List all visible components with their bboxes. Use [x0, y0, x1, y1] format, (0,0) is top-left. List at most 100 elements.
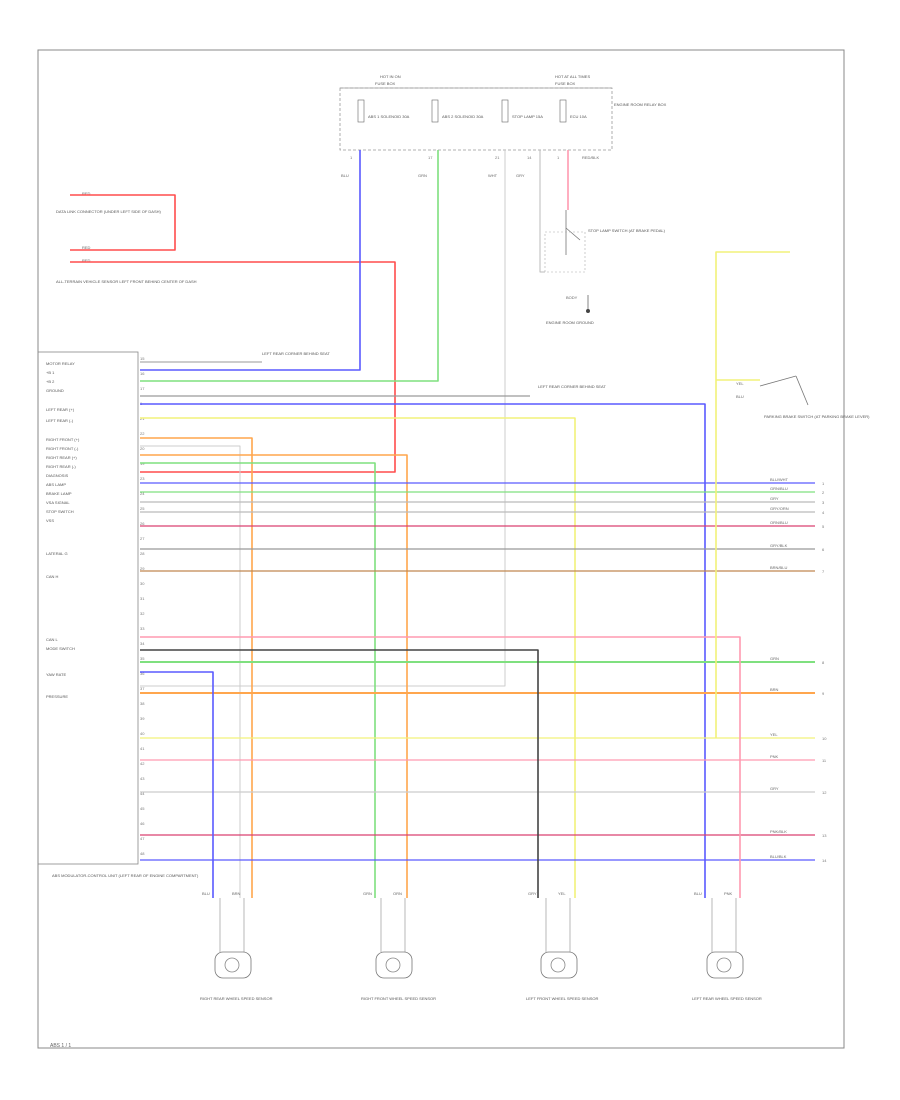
wire-orange-rr: [140, 437, 253, 898]
right-pin-number: 7: [822, 569, 825, 574]
fuse-wire-4: GRY: [516, 173, 525, 178]
ext-label-2: LEFT REAR CORNER BEHIND SEAT: [538, 384, 606, 389]
vss-label: ALL-TERRAIN VEHICLE SENSOR LEFT FRONT BE…: [56, 279, 197, 284]
right-wire-code: GRN: [770, 656, 779, 661]
wheel-speed-sensor: BLU PNK LEFT REAR WHEEL SPEED SENSOR: [692, 891, 762, 1001]
fuse-4-label: ECU 10A: [570, 114, 587, 119]
ecu-pin-label: RIGHT REAR (-): [46, 464, 76, 469]
vss-connector: RED RED ALL-TERRAIN VEHICLE SENSOR LEFT …: [56, 245, 197, 284]
fuse-wire-3: WHT: [488, 173, 498, 178]
fuse-wire-2: GRN: [418, 173, 427, 178]
ecu-pin-number: 20: [140, 446, 145, 451]
wire-pink-lr: [140, 636, 741, 898]
right-pin-number: 14: [822, 858, 827, 863]
fuse-left-title: HOT IN ON: [380, 74, 401, 79]
fuse-panel-label: ENGINE ROOM RELAY BOX: [614, 102, 667, 107]
right-wire-code: PNK: [770, 754, 779, 759]
sensor-label: LEFT REAR WHEEL SPEED SENSOR: [692, 996, 762, 1001]
wire-gray-fuse: [140, 150, 506, 687]
wire-red-vss: [70, 261, 396, 473]
ecu-pin-label: ABS LAMP: [46, 482, 66, 487]
wire-blue-rr2: [140, 671, 214, 898]
wire-yellow-pb: [715, 251, 790, 738]
ecu-pin-label: MODE SWITCH: [46, 646, 75, 651]
ecu-pin-number: 33: [140, 626, 145, 631]
brake-code-2: BLU: [736, 394, 744, 399]
fuse-right-title: HOT AT ALL TIMES: [555, 74, 590, 79]
ecu-pin-numbers: 1516171212220192324252627282930313233343…: [140, 356, 145, 856]
ecu-pin-number: 34: [140, 641, 145, 646]
ecu-pin-number: 41: [140, 746, 145, 751]
ecu-pin-number: 28: [140, 551, 145, 556]
right-wire-code: GRY: [770, 786, 779, 791]
parking-brake-switch: YEL BLU PARKING BRAKE SWITCH (AT PARKING…: [736, 375, 870, 419]
stop-switch-label: STOP LAMP SWITCH (AT BRAKE PEDAL): [588, 228, 666, 233]
ecu-pin-number: 16: [140, 371, 145, 376]
sensor-wire-code: BLU: [694, 891, 702, 896]
ecu-pin-number: 47: [140, 836, 145, 841]
wire-layer: [70, 150, 815, 898]
ecu-pin-number: 48: [140, 851, 145, 856]
ecu-pin-number: 17: [140, 386, 145, 391]
ecu-pin-number: 31: [140, 596, 145, 601]
ecu-pin-label: CAN L: [46, 637, 59, 642]
sensor-label: RIGHT FRONT WHEEL SPEED SENSOR: [361, 996, 436, 1001]
vss-code-1: RED: [82, 245, 91, 250]
fuse-pin-3: 21: [495, 155, 500, 160]
right-wire-code: GRY/BLK: [770, 543, 788, 548]
fuse-pin-2: 17: [428, 155, 433, 160]
fuse-pin-4: 14: [527, 155, 532, 160]
stop-ground-code: BODY: [566, 295, 578, 300]
stop-lamp-switch: STOP LAMP SWITCH (AT BRAKE PEDAL) BODY E…: [544, 210, 666, 325]
sensor-label: RIGHT REAR WHEEL SPEED SENSOR: [200, 996, 273, 1001]
wire-gray-stop: [539, 150, 545, 273]
diag-code: RED: [82, 191, 91, 196]
right-pin-number: 11: [822, 758, 827, 763]
ecu-pin-number: 43: [140, 776, 145, 781]
brake-switch-label: PARKING BRAKE SWITCH (AT PARKING BRAKE L…: [764, 414, 870, 419]
sensor-wire-code: BLU: [202, 891, 210, 896]
ecu-pin-label: LATERAL G: [46, 551, 68, 556]
ecu-pin-label: RIGHT REAR (+): [46, 455, 77, 460]
ecu-pin-number: 44: [140, 791, 145, 796]
wire-green-fuse: [140, 150, 439, 382]
fuse-3: STOP LAMP 15A: [501, 99, 543, 123]
fuse-2: ABS 2 SOLENOID 30A: [431, 99, 484, 123]
ecu-pin-number: 22: [140, 431, 145, 436]
ecu-pin-number: 26: [140, 521, 145, 526]
sensor-wire-code: BRN: [232, 891, 241, 896]
fuse-2-label: ABS 2 SOLENOID 30A: [442, 114, 484, 119]
sensor-wire-code: GRY: [528, 891, 537, 896]
wire-blue-fuse: [140, 150, 361, 371]
right-pin-number: 13: [822, 833, 827, 838]
ecu-pin-label: RIGHT FRONT (-): [46, 446, 79, 451]
page-id: ABS 1 / 1: [50, 1043, 72, 1049]
right-pin-number: 2: [822, 490, 825, 495]
ecu-pin-label: DIAGNOSIS: [46, 473, 69, 478]
fuse-right-sub: FUSE BOX: [555, 81, 576, 86]
right-wire-code: GRN/BLU: [770, 486, 788, 491]
ecu-pin-number: 25: [140, 506, 145, 511]
ecu-pin-number: 30: [140, 581, 145, 586]
ecu-pin-number: 39: [140, 716, 145, 721]
ecu-pin-label: LEFT REAR (+): [46, 407, 75, 412]
ecu-pin-number: 45: [140, 806, 145, 811]
stop-ground-label: ENGINE ROOM GROUND: [546, 320, 594, 325]
right-wire-code: BLU/WHT: [770, 477, 789, 482]
wire-orange-rf: [140, 454, 408, 898]
wheel-speed-sensor: BLU BRN RIGHT REAR WHEEL SPEED SENSOR: [200, 891, 273, 1001]
right-pin-number: 6: [822, 547, 825, 552]
ecu-pin-label: VSS: [46, 518, 54, 523]
diag-label: DATA LINK CONNECTOR (UNDER LEFT SIDE OF …: [56, 209, 161, 214]
diag-connector: RED DATA LINK CONNECTOR (UNDER LEFT SIDE…: [56, 191, 161, 214]
ecu-pin-label: GROUND: [46, 388, 64, 393]
ecu-pin-number: 29: [140, 566, 145, 571]
sensor-wire-code: PNK: [724, 891, 733, 896]
fuse-wire-5: RED/BLK: [582, 155, 599, 160]
right-pin-number: 4: [822, 510, 825, 515]
right-wire-code: ORN/BLU: [770, 520, 788, 525]
ecu-pin-number: 46: [140, 821, 145, 826]
wire-black-lf: [140, 649, 539, 898]
